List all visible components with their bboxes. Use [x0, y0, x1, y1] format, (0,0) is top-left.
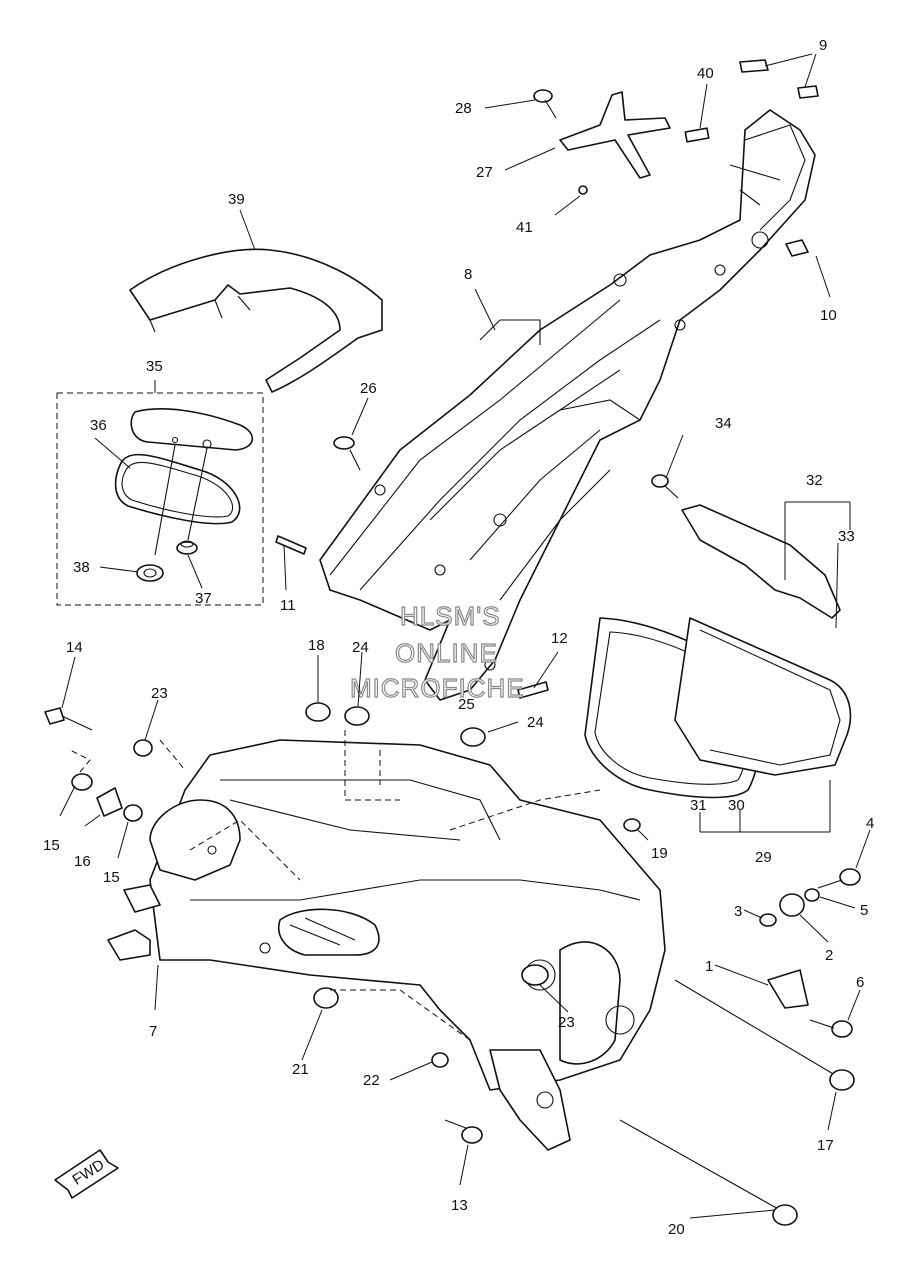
cover-32-33	[681, 504, 841, 619]
callout-33: 33	[838, 528, 855, 545]
bushing-21	[313, 987, 339, 1009]
bushing-18	[305, 702, 331, 722]
washer-5	[804, 888, 820, 902]
callout-20: 20	[668, 1221, 685, 1238]
callout-34: 34	[715, 415, 732, 432]
bushing-15b	[123, 804, 143, 822]
cover-plate-36	[130, 408, 254, 451]
callout-17: 17	[817, 1137, 834, 1154]
callout-7: 7	[149, 1023, 157, 1040]
callout-32: 32	[806, 472, 823, 489]
callout-6: 6	[856, 974, 864, 991]
callout-29: 29	[755, 849, 772, 866]
plug-24b	[460, 727, 486, 747]
bolt-28	[533, 89, 557, 119]
callout-23b: 23	[558, 1014, 575, 1031]
callout-25: 25	[458, 696, 475, 713]
cap-23a	[133, 739, 153, 757]
bracket-1	[767, 969, 809, 1009]
svg-text:MICROFICHE: MICROFICHE	[350, 673, 525, 703]
clamp-38	[136, 564, 164, 582]
cap-23b	[521, 964, 549, 986]
bolt-14	[44, 707, 93, 731]
callout-21: 21	[292, 1061, 309, 1078]
callout-1: 1	[705, 958, 713, 975]
rear-frame-8	[319, 109, 816, 701]
airbox-30	[674, 617, 852, 776]
svg-text:ONLINE: ONLINE	[395, 638, 498, 668]
callout-28: 28	[455, 100, 472, 117]
callout-23a: 23	[151, 685, 168, 702]
callout-24b: 24	[527, 714, 544, 731]
washer-3	[759, 913, 777, 927]
bracket-10	[785, 239, 809, 257]
callout-26: 26	[360, 380, 377, 397]
bolt-26	[333, 436, 361, 471]
bushing-15a	[71, 773, 93, 791]
damper-40	[684, 127, 710, 143]
callout-10: 10	[820, 307, 837, 324]
callout-8: 8	[464, 266, 472, 283]
plate-27	[559, 91, 671, 179]
watermark: HLSM'S ONLINE MICROFICHE	[349, 600, 525, 703]
callout-19: 19	[651, 845, 668, 862]
callout-35: 35	[146, 358, 163, 375]
callout-12: 12	[551, 630, 568, 647]
shaft-20	[619, 1119, 798, 1226]
main-frame-7	[107, 739, 666, 1151]
leader-lines	[59, 53, 871, 1219]
callout-41: 41	[516, 219, 533, 236]
callout-36: 36	[90, 417, 107, 434]
bolt-13	[444, 1119, 483, 1144]
callout-9: 9	[819, 37, 827, 54]
callout-37: 37	[195, 590, 212, 607]
callout-2: 2	[825, 947, 833, 964]
callout-30: 30	[728, 797, 745, 814]
callout-13: 13	[451, 1197, 468, 1214]
callout-38: 38	[73, 559, 90, 576]
callout-4: 4	[866, 815, 874, 832]
callout-labels: 9 40 28 27 39 41 8 10 35 26 36 34 32 33 …	[43, 37, 874, 1238]
callout-15b: 15	[103, 869, 120, 886]
callout-22: 22	[363, 1072, 380, 1089]
washer-22	[431, 1052, 449, 1068]
collar-16	[96, 787, 123, 817]
seal-ring-36	[114, 453, 241, 525]
pads-9	[739, 59, 819, 99]
bolt-4	[817, 868, 861, 889]
svg-text:HLSM'S: HLSM'S	[400, 601, 501, 631]
callout-24a: 24	[352, 639, 369, 656]
callout-18: 18	[308, 637, 325, 654]
cap-19	[623, 818, 641, 832]
cover-part-39	[129, 248, 383, 393]
fwd-arrow: FWD	[54, 1149, 119, 1199]
screw-34	[651, 474, 679, 499]
nut-41	[578, 185, 588, 195]
callout-11: 11	[280, 597, 296, 614]
callout-27: 27	[476, 164, 493, 181]
shaft-17	[674, 979, 855, 1091]
callout-31: 31	[690, 797, 707, 814]
callout-3: 3	[734, 903, 742, 920]
assembly-box-35	[56, 392, 264, 606]
callout-15a: 15	[43, 837, 60, 854]
callout-5: 5	[860, 902, 868, 919]
plug-24a	[344, 706, 370, 726]
callout-16: 16	[74, 853, 91, 870]
callout-39: 39	[228, 191, 245, 208]
callout-14: 14	[66, 639, 83, 656]
spacer-2	[779, 893, 805, 917]
grommet-37	[176, 540, 198, 555]
bolt-11	[275, 535, 307, 555]
bolt-6	[809, 1019, 853, 1038]
callout-40: 40	[697, 65, 714, 82]
